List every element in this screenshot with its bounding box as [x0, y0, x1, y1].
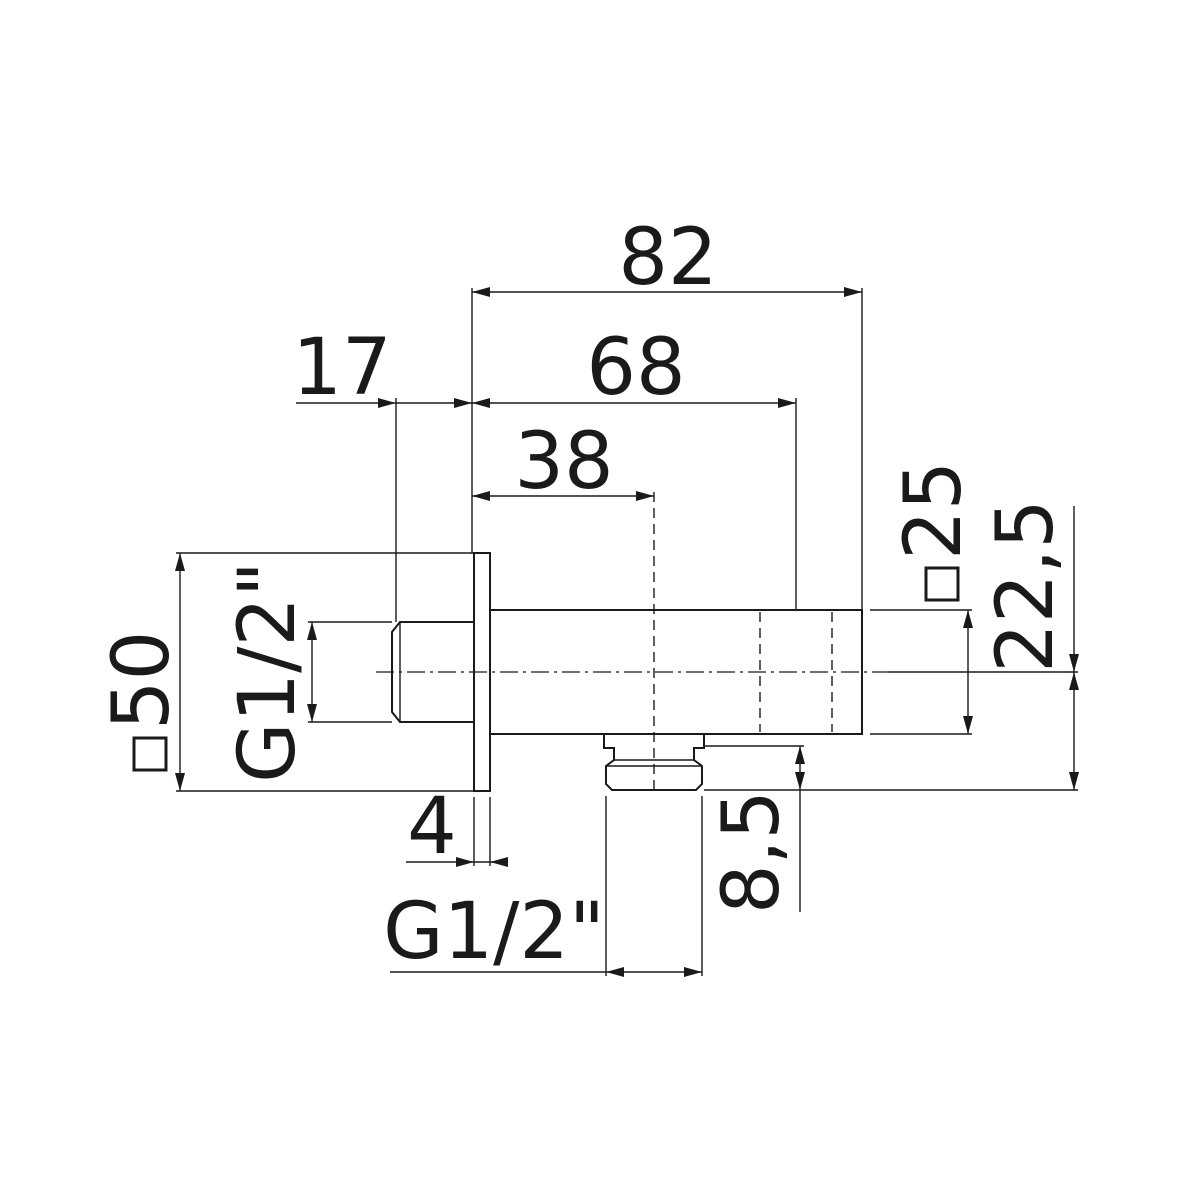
svg-text:8,5: 8,5 [707, 790, 797, 914]
label-22-5: 22,5 [981, 499, 1071, 673]
label-g12-inlet: G1/2" [223, 561, 313, 783]
svg-text:25: 25 [889, 461, 979, 560]
label-17: 17 [292, 323, 391, 413]
extension-lines [176, 288, 1078, 976]
square-body [490, 609, 863, 735]
square-section-icon [924, 566, 960, 602]
label-g12-outlet: G1/2" [383, 887, 605, 977]
part-outline [376, 492, 888, 796]
label-square-25: 25 [889, 461, 979, 602]
square-section-icon [132, 736, 168, 772]
label-square-50: 50 [97, 631, 187, 772]
svg-text:50: 50 [97, 631, 187, 730]
dimension-labels: 82 68 38 17 4 G1/2" 50 G1/2" 25 22,5 8,5 [97, 213, 1071, 977]
label-82: 82 [618, 213, 717, 303]
svg-text:G1/2": G1/2" [223, 561, 313, 783]
label-68: 68 [586, 323, 685, 413]
label-8-5: 8,5 [707, 790, 797, 914]
label-38: 38 [514, 417, 613, 507]
svg-text:22,5: 22,5 [981, 499, 1071, 673]
dimension-lines [175, 287, 1079, 977]
label-4: 4 [407, 782, 457, 872]
